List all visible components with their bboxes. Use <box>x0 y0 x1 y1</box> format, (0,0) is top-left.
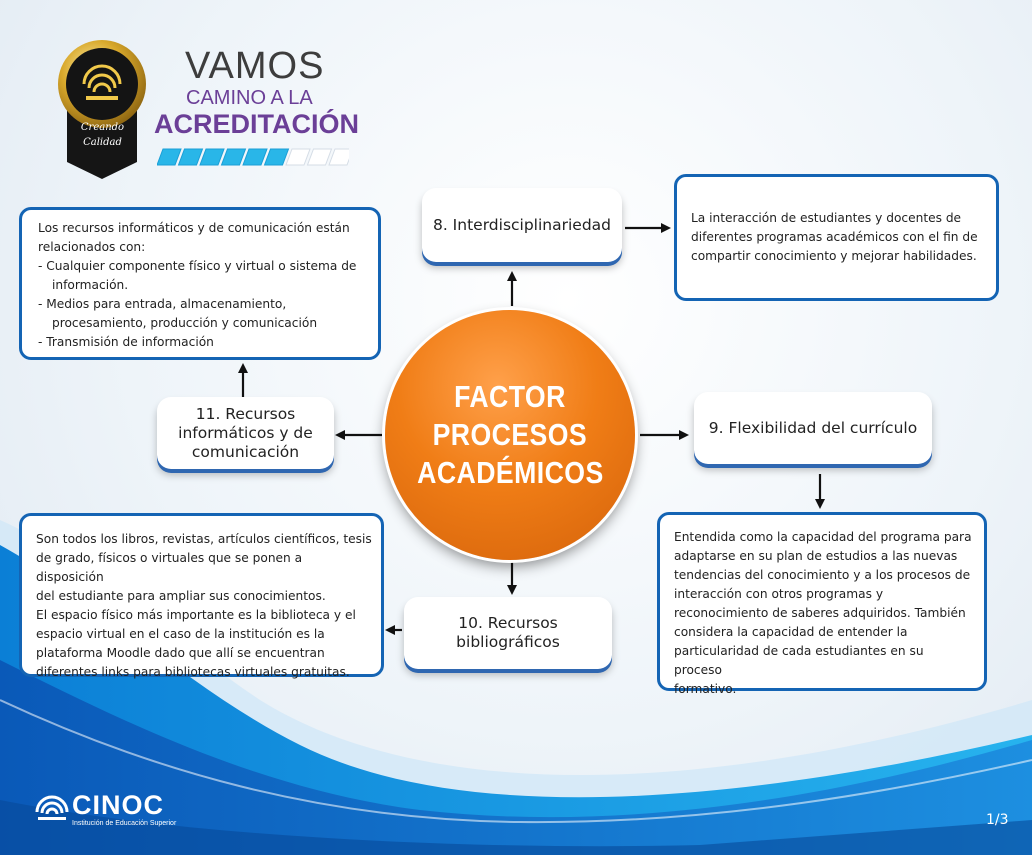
header-title-vamos: VAMOS <box>185 45 325 87</box>
topic-10-line-1: 10. Recursos <box>458 614 558 632</box>
progress-segment-filled <box>157 148 182 166</box>
accreditation-progress-bar <box>157 148 349 166</box>
header-title-acreditacion: ACREDITACIÓN <box>154 109 359 139</box>
description-9-line: Entendida como la capacidad del programa… <box>674 530 972 544</box>
description-9-line: adaptarse en su plan de estudios a las n… <box>674 549 958 563</box>
description-box-10: Son todos los libros, revistas, artículo… <box>19 513 384 679</box>
description-9-line: interacción con otros programas y <box>674 587 884 601</box>
description-10-line: plataforma Moodle dado que allí se encue… <box>36 646 325 660</box>
badge-text-1: Creando <box>80 122 125 133</box>
topic-box-10: 10. Recursos bibliográficos <box>404 597 612 669</box>
center-title-line-1: FACTOR <box>454 379 566 414</box>
description-11-item: - Transmisión de información <box>38 335 214 349</box>
description-8-line: La interacción de estudiantes y docentes… <box>691 211 962 225</box>
progress-segment-empty <box>328 148 349 166</box>
description-11-intro-2: relacionados con: <box>38 240 146 254</box>
description-9-line: reconocimiento de saberes adquiridos. Ta… <box>674 606 966 620</box>
progress-segment-filled <box>220 148 247 166</box>
quality-badge: Creando Calidad <box>55 34 150 179</box>
description-9-line: formativo. <box>674 682 737 696</box>
cinoc-logo-icon <box>35 795 69 820</box>
topic-9-label: 9. Flexibilidad del currículo <box>708 418 918 437</box>
center-title-line-2: PROCESOS <box>432 417 588 452</box>
topic-8-label: 8. Interdisciplinariedad <box>432 215 612 234</box>
description-9-line: tendencias del conocimiento y a los proc… <box>674 568 971 582</box>
progress-segment-filled <box>199 148 225 166</box>
page-number: 1/3 <box>986 812 1009 828</box>
topic-box-8: 8. Interdisciplinariedad <box>422 188 622 262</box>
description-box-11: Los recursos informáticos y de comunicac… <box>19 207 381 360</box>
description-8-line: compartir conocimiento y mejorar habilid… <box>691 249 977 263</box>
cinoc-logo-name: CINOC <box>72 790 164 820</box>
description-11-item: - Cualquier componente físico y virtual … <box>38 259 357 292</box>
description-8-line: diferentes programas académicos con el f… <box>691 230 978 244</box>
topic-11-line-3: comunicación <box>191 442 300 461</box>
description-box-9: Entendida como la capacidad del programa… <box>657 512 987 696</box>
center-title-line-3: ACADÉMICOS <box>416 455 604 490</box>
badge-shield-icon <box>58 40 146 179</box>
description-9-line: particularidad de cada estudiantes en su… <box>674 644 924 677</box>
topic-11-line-2: informáticos y de <box>178 423 313 442</box>
cinoc-logo-subtitle: Institución de Educación Superior <box>72 820 177 827</box>
description-box-8: La interacción de estudiantes y docentes… <box>674 174 999 301</box>
central-factor-circle: FACTOR PROCESOS ACADÉMICOS <box>385 310 635 560</box>
description-10-line: diferentes links para bibliotecas virtua… <box>36 665 350 679</box>
description-10-line: del estudiante para ampliar sus conocimi… <box>36 589 326 603</box>
badge-text-2: Calidad <box>83 137 122 148</box>
description-10-line: espacio virtual en el caso de la institu… <box>36 627 325 641</box>
progress-segment-filled <box>263 148 290 166</box>
progress-segment-empty <box>306 148 333 166</box>
description-11-intro-1: Los recursos informáticos y de comunicac… <box>38 221 350 235</box>
topic-11-line-1: 11. Recursos <box>195 404 296 423</box>
description-9-line: considera la capacidad de entender la <box>674 625 908 639</box>
header-title-camino: CAMINO A LA <box>186 87 313 109</box>
description-10-line: de grado, físicos o virtuales que se pon… <box>36 551 303 584</box>
description-10-line: El espacio físico más importante es la b… <box>36 608 356 622</box>
topic-box-9: 9. Flexibilidad del currículo <box>694 392 932 464</box>
progress-segment-empty <box>285 148 311 166</box>
progress-segment-filled <box>242 148 268 166</box>
topic-10-line-2: bibliográficos <box>456 633 560 651</box>
description-10-line: Son todos los libros, revistas, artículo… <box>36 532 372 546</box>
progress-segment-filled <box>177 148 204 166</box>
topic-box-11: 11. Recursos informáticos y de comunicac… <box>157 397 334 469</box>
description-11-item: - Medios para entrada, almacenamiento, p… <box>38 297 318 330</box>
